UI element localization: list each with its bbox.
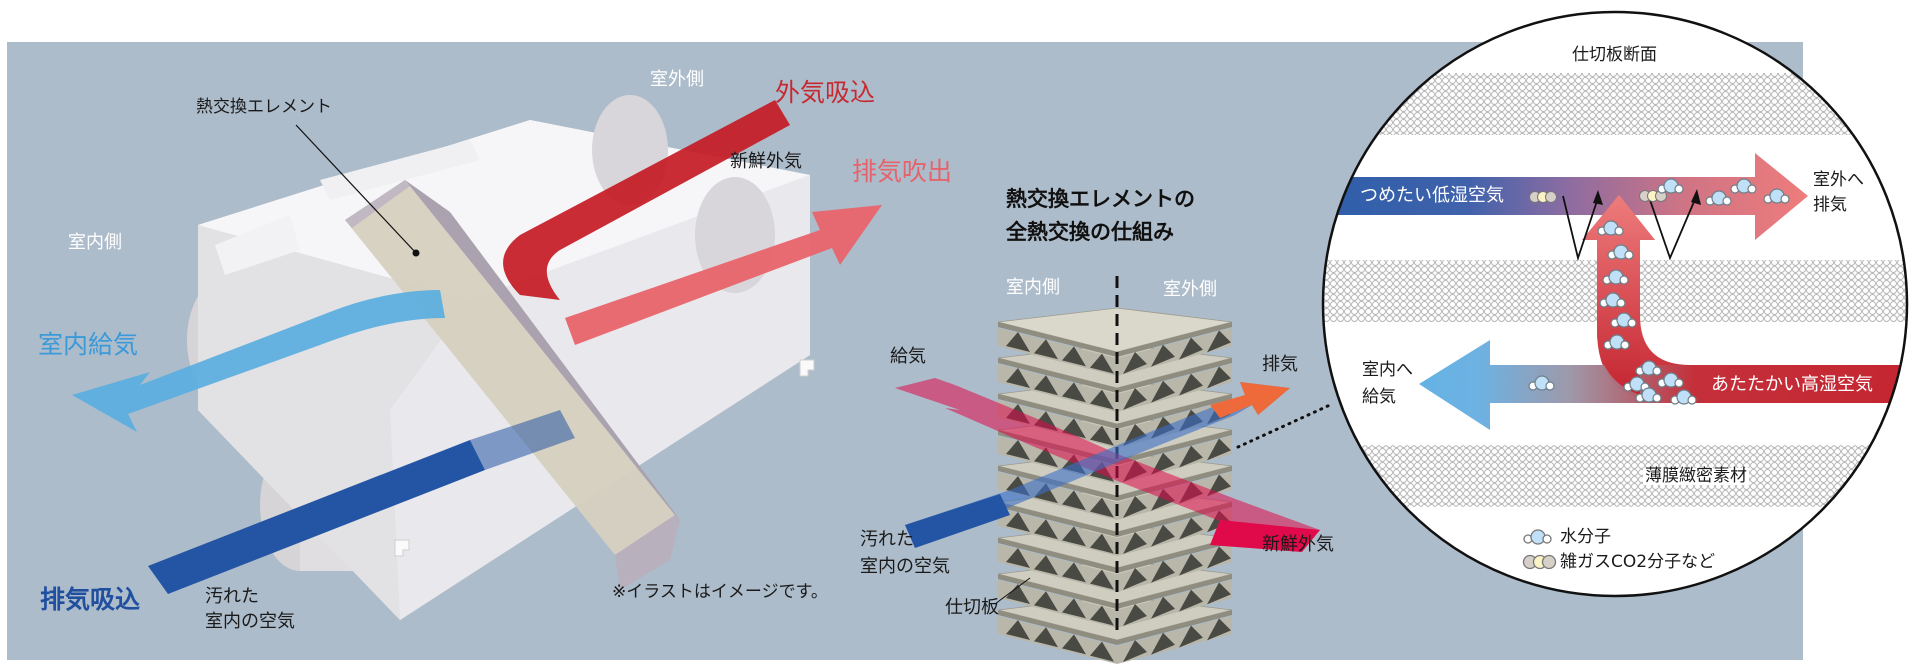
mechanism-title-line1: 熱交換エレメントの — [1006, 187, 1195, 211]
water-molecule — [1603, 334, 1630, 350]
stack-indoor-side-label: 室内側 — [1006, 277, 1060, 298]
indoor-supply-label: 室内給気 — [38, 330, 139, 359]
gas-molecule — [1639, 190, 1667, 202]
water-molecule — [1657, 178, 1684, 194]
stack-dirty-air-line2: 室内の空気 — [860, 556, 950, 577]
exhaust-intake-label: 排気吸込 — [40, 585, 141, 614]
cross-section-title: 仕切板断面 — [1572, 45, 1657, 65]
rejection-arrow — [1562, 195, 1599, 262]
water-molecule — [1597, 220, 1624, 236]
to-outside-line2: 排気 — [1813, 195, 1847, 215]
illustration-note: ※イラストはイメージです。 — [612, 582, 828, 602]
element-leader-dot — [412, 249, 420, 257]
water-molecule — [1730, 178, 1757, 194]
legend-gas-label: 雑ガスCO2分子など — [1560, 552, 1716, 572]
outside-intake-label: 外気吸込 — [775, 78, 876, 107]
cross-section-circle — [1321, 10, 1909, 598]
water-molecule — [1635, 360, 1662, 376]
rejection-arrow — [1649, 196, 1697, 261]
warm-humid-air-label: あたたかい高湿空気 — [1711, 374, 1873, 395]
water-molecule — [1623, 376, 1650, 392]
airflow-ribbons — [72, 100, 882, 594]
element-leader-line — [295, 124, 417, 254]
water-molecule — [1763, 188, 1790, 204]
stack-supply-label: 給気 — [890, 346, 926, 367]
mechanism-title-line2: 全熱交換の仕組み — [1006, 220, 1174, 244]
stack-outdoor-side-label: 室外側 — [1163, 279, 1217, 300]
stack-exhaust-label: 排気 — [1262, 354, 1298, 375]
membrane-band — [1323, 445, 1907, 507]
water-molecule — [1705, 190, 1732, 206]
water-molecule — [1670, 389, 1697, 405]
zoom-connector — [1236, 403, 1332, 449]
partition-plate — [997, 307, 1233, 376]
cold-dry-air-label: つめたい低湿空気 — [1360, 185, 1504, 206]
water-molecule — [1635, 387, 1662, 403]
water-molecule — [1610, 312, 1637, 328]
fresh-outside-air-label: 新鮮外気 — [730, 151, 802, 172]
legend-water-label: 水分子 — [1560, 527, 1611, 547]
stack-dirty-air-line1: 汚れた — [860, 529, 914, 550]
stack-airflows — [895, 378, 1320, 552]
water-molecule — [1599, 292, 1626, 308]
stack-fresh-air-label: 新鮮外気 — [1262, 534, 1334, 555]
to-inside-line1: 室内へ — [1362, 360, 1413, 380]
membrane-label: 薄膜緻密素材 — [1643, 466, 1749, 486]
water-molecule — [1528, 375, 1555, 391]
to-inside-line2: 給気 — [1362, 387, 1396, 407]
water-molecule-icon — [1523, 529, 1552, 545]
dirty-air-label-line1: 汚れた — [205, 586, 259, 607]
water-molecule — [1602, 269, 1629, 285]
water-molecule — [1657, 372, 1684, 388]
outdoor-side-label: 室外側 — [650, 69, 704, 90]
to-outside-line1: 室外へ — [1813, 170, 1864, 190]
partition-label: 仕切板 — [945, 597, 999, 618]
dirty-air-label-line2: 室内の空気 — [205, 611, 295, 632]
gas-molecule-icon — [1522, 554, 1557, 570]
gas-molecule — [1529, 191, 1557, 203]
exhaust-out-label: 排気吹出 — [852, 157, 953, 186]
indoor-side-label: 室内側 — [68, 232, 122, 253]
heat-exchange-element-label: 熱交換エレメント — [196, 97, 332, 117]
water-molecule — [1607, 244, 1634, 260]
